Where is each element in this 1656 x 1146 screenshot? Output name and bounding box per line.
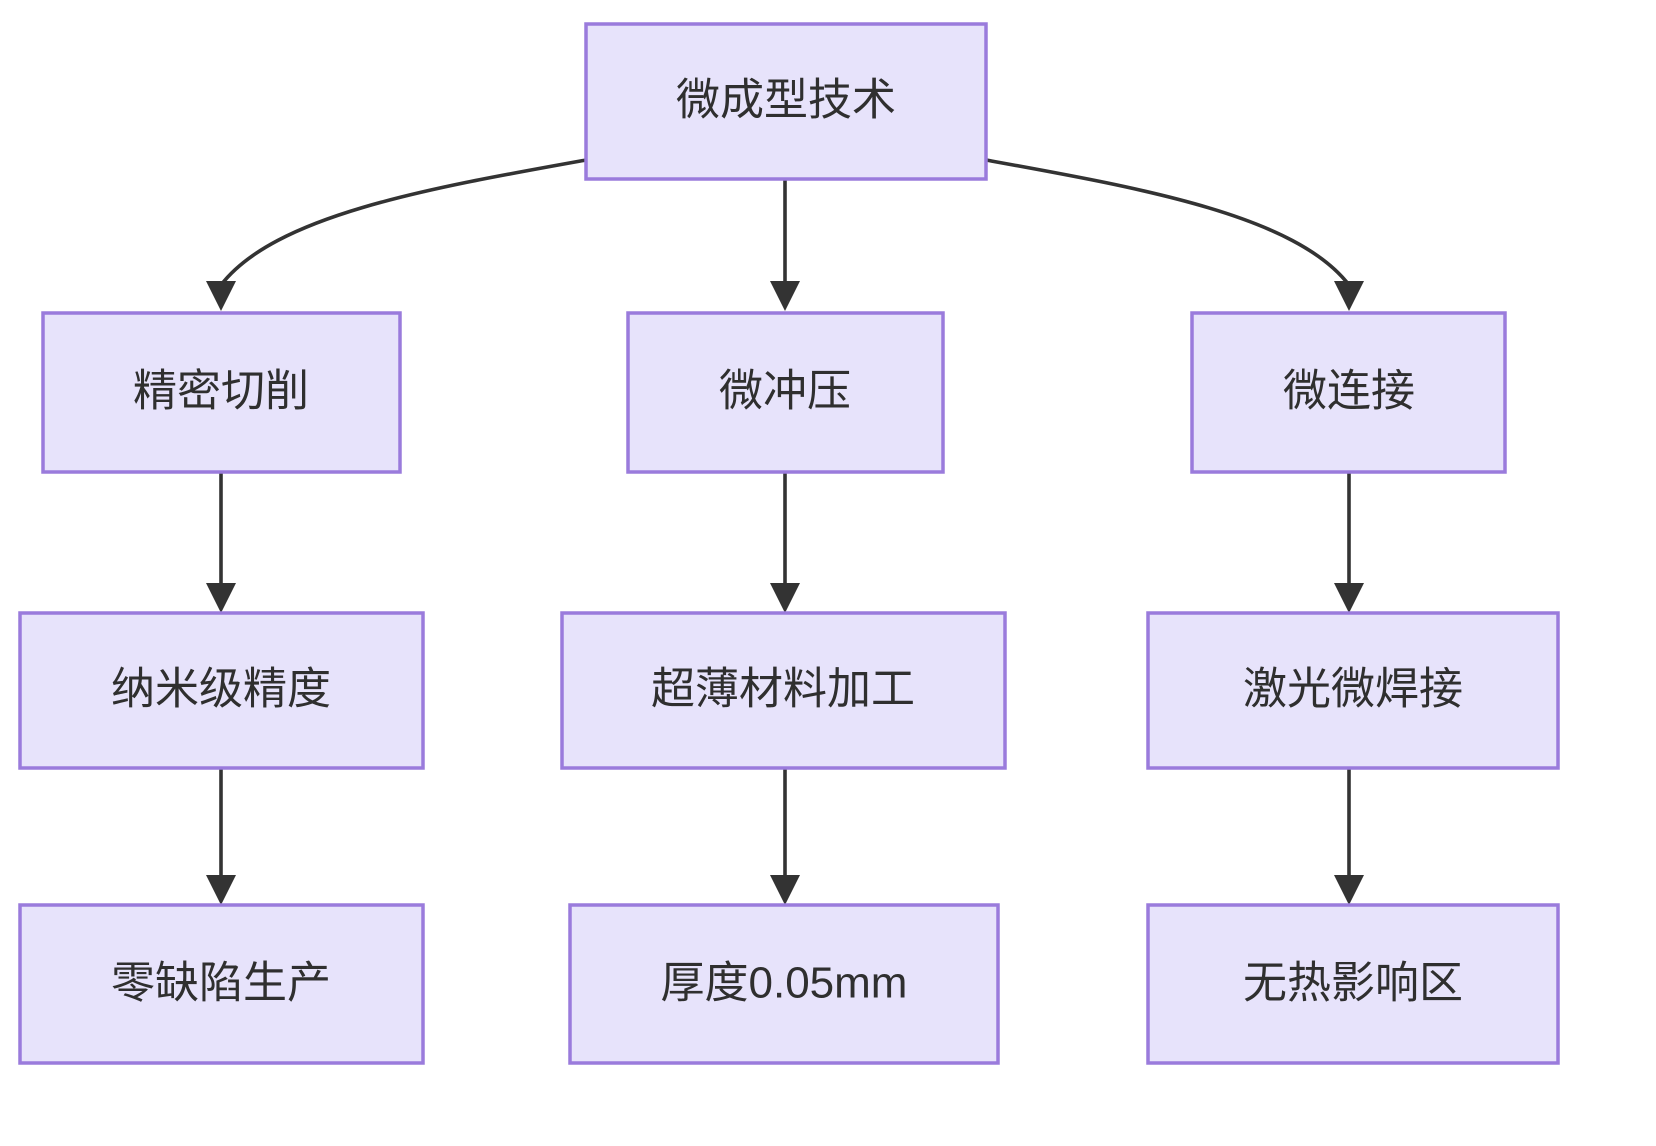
edge-arrowhead-c2-d2 [770, 875, 800, 905]
edge-arrowhead-c3-d3 [1334, 875, 1364, 905]
node-zero-defect-production[interactable]: 零缺陷生产 [18, 903, 425, 1065]
node-box-precision-cutting[interactable] [41, 311, 402, 474]
node-box-no-heat-affected-zone[interactable] [1146, 903, 1560, 1065]
node-label-nano-precision: 纳米级精度 [111, 665, 331, 714]
node-no-heat-affected-zone[interactable]: 无热影响区 [1146, 903, 1560, 1065]
node-box-zero-defect-production[interactable] [18, 903, 425, 1065]
node-label-thickness-spec: 厚度0.05mm [661, 959, 908, 1008]
edge-path-root-b3 [985, 158, 1351, 287]
node-label-root: 微成型技术 [676, 76, 896, 125]
edge-micro-stamping-to-ultrathin-processing [770, 472, 800, 613]
node-micro-joining[interactable]: 微连接 [1190, 311, 1507, 474]
node-group: 微成型技术 精密切削 微冲压 微连接 纳米级精度 超薄材料加工 [18, 22, 1560, 1065]
node-micro-forming-technology[interactable]: 微成型技术 [584, 22, 988, 181]
edge-root-to-micro-stamping [770, 179, 800, 311]
node-nano-precision[interactable]: 纳米级精度 [18, 611, 425, 770]
edge-path-root-b1 [219, 158, 587, 287]
node-thickness-spec[interactable]: 厚度0.05mm [568, 903, 1000, 1065]
node-label-laser-microwelding: 激光微焊接 [1243, 665, 1463, 714]
edge-arrowhead-b1-c1 [206, 583, 236, 613]
node-label-no-heat-affected-zone: 无热影响区 [1243, 959, 1463, 1008]
node-micro-stamping[interactable]: 微冲压 [626, 311, 945, 474]
edge-precision-cutting-to-nano-precision [206, 472, 236, 613]
edge-group [206, 158, 1364, 905]
node-box-nano-precision[interactable] [18, 611, 425, 770]
node-precision-cutting[interactable]: 精密切削 [41, 311, 402, 474]
edge-arrowhead-root-b2 [770, 281, 800, 311]
node-box-micro-joining[interactable] [1190, 311, 1507, 474]
node-box-micro-stamping[interactable] [626, 311, 945, 474]
edge-arrowhead-b2-c2 [770, 583, 800, 613]
node-label-zero-defect-production: 零缺陷生产 [111, 959, 331, 1008]
node-label-micro-joining: 微连接 [1283, 367, 1415, 416]
node-label-ultrathin-material-processing: 超薄材料加工 [651, 665, 915, 714]
node-label-micro-stamping: 微冲压 [719, 367, 851, 416]
node-ultrathin-material-processing[interactable]: 超薄材料加工 [560, 611, 1007, 770]
edge-nano-precision-to-zero-defect [206, 768, 236, 905]
edge-root-to-micro-joining [985, 158, 1364, 311]
edge-root-to-precision-cutting [206, 158, 587, 311]
edge-arrowhead-root-b3 [1334, 281, 1364, 311]
edge-arrowhead-b3-c3 [1334, 583, 1364, 613]
edge-laser-microwelding-to-no-haz [1334, 768, 1364, 905]
edge-arrowhead-c1-d1 [206, 875, 236, 905]
node-box-thickness-spec[interactable] [568, 903, 1000, 1065]
node-laser-microwelding[interactable]: 激光微焊接 [1146, 611, 1560, 770]
node-label-precision-cutting: 精密切削 [133, 367, 309, 416]
edge-arrowhead-root-b1 [206, 281, 236, 311]
node-box-laser-microwelding[interactable] [1146, 611, 1560, 770]
node-box-root[interactable] [584, 22, 988, 181]
node-box-ultrathin-material-processing[interactable] [560, 611, 1007, 770]
edge-ultrathin-processing-to-thickness [770, 768, 800, 905]
edge-micro-joining-to-laser-microwelding [1334, 472, 1364, 613]
